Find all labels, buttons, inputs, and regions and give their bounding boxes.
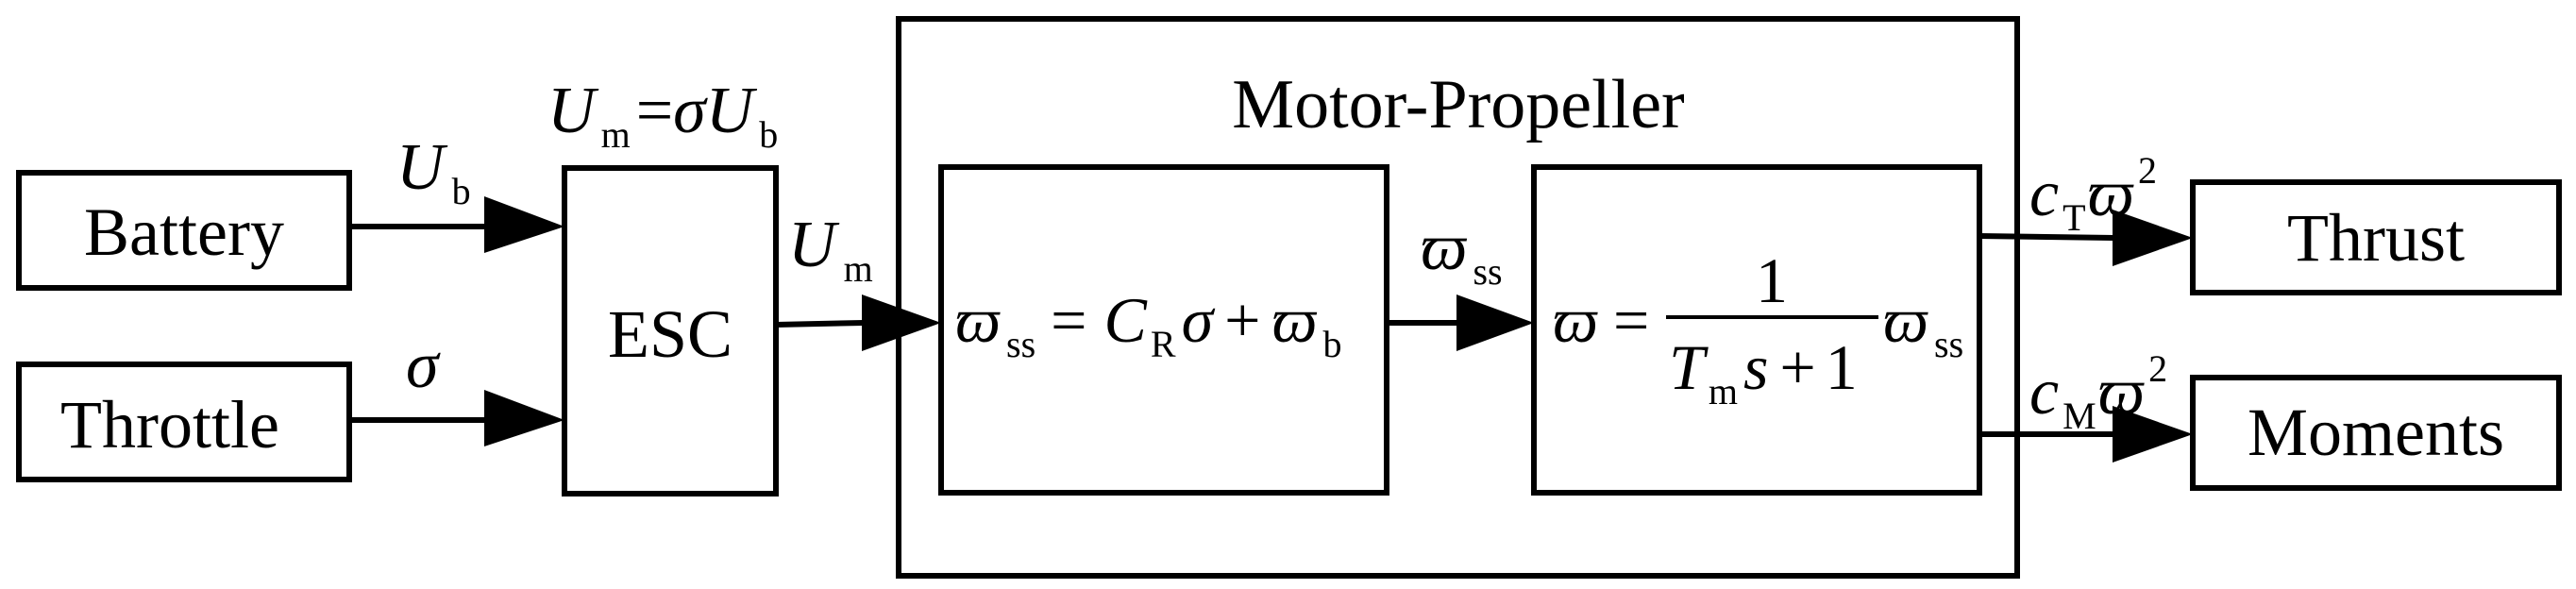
dynamics-equals: = [1613,284,1649,356]
svg-text:ϖss: ϖss [1883,284,1963,365]
thrust-block [2190,179,2562,295]
dynamics-block [1531,164,1982,496]
dynamics-numerator: 1 [1756,244,1788,316]
dynamics-input-symbol: ϖ [1883,284,1928,356]
throttle-block [16,362,352,482]
dynamics-to-moments-arrow [1979,406,2193,463]
dynamics-output-symbol: ϖ [1553,284,1598,356]
motor-propeller-label: Motor-Propeller [1232,66,1684,143]
steady-state-to-dynamics-arrow [1387,294,1534,351]
throttle-to-esc-arrow [349,390,564,446]
svg-text:ϖ=: ϖ= [1553,284,1649,356]
moments-label: Moments [2248,395,2504,470]
esc-block [562,165,779,496]
battery-to-esc-arrow [349,196,564,253]
throttle-label: Throttle [60,387,279,463]
battery-block [16,170,352,291]
dynamics-input-subscript: ss [1934,323,1963,365]
throttle-signal-label: σ [406,329,441,402]
steady-state-block [938,164,1389,496]
battery-label: Battery [84,194,284,270]
esc-label: ESC [608,296,732,372]
thrust-label: Thrust [2287,200,2465,276]
moments-block [2190,375,2562,491]
esc-to-steady-state-arrow [775,294,941,351]
dynamics-to-thrust-arrow [1978,210,2193,266]
